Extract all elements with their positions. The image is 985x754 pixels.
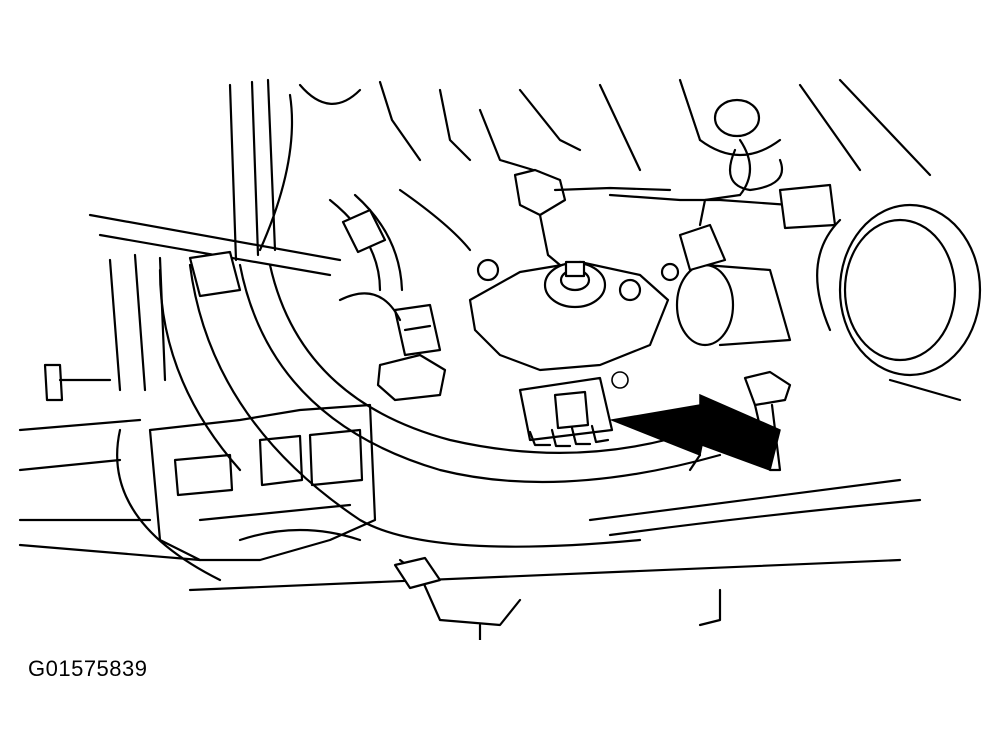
stud-nut (338, 292, 447, 402)
pointer-arrow (609, 393, 781, 472)
position-switch-assembly (468, 168, 837, 389)
engine-component-illustration (18, 78, 982, 640)
round-housing (816, 203, 982, 377)
actuator-cylinder (675, 98, 792, 347)
electrical-connector (518, 376, 614, 448)
bracket-block (148, 403, 377, 562)
figure-id-label: G01575839 (28, 656, 148, 681)
engine-housing-lines (18, 78, 967, 640)
hose-routing (116, 93, 922, 590)
